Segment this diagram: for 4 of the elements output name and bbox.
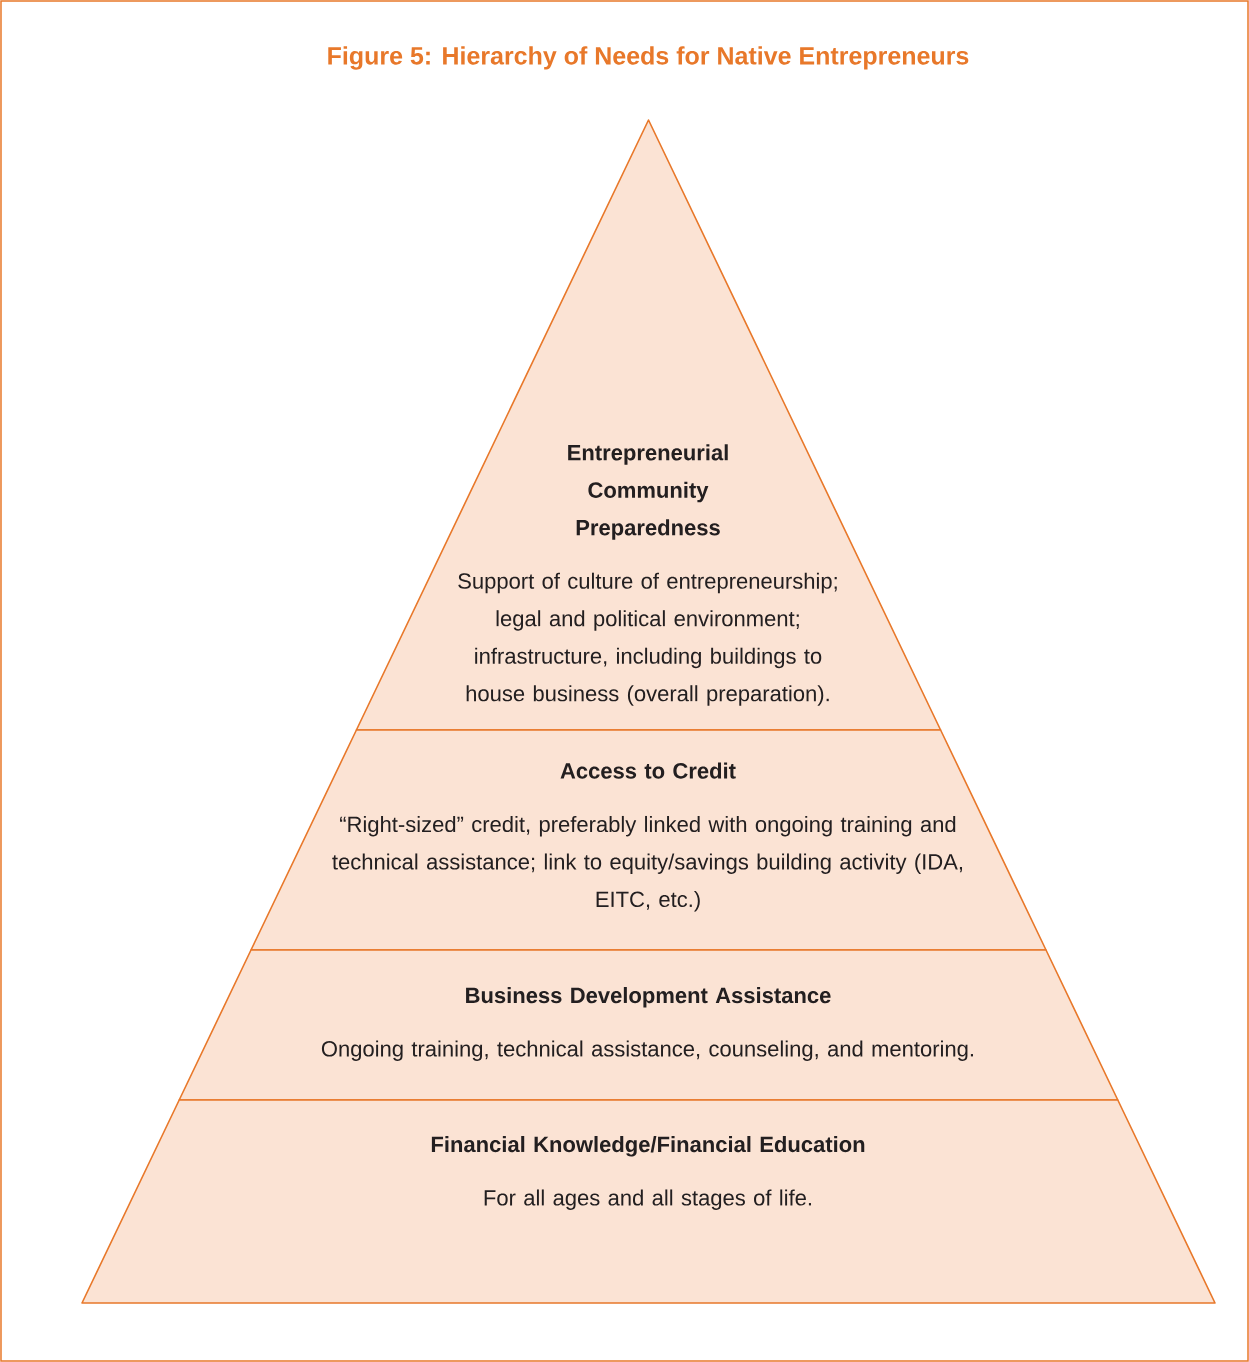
pyramid-tier: Access to Credit “Right-sized” credit, preferably linked with ongoing training and technical assistance; link to equity/savings building activity (IDA, EITC, etc.) (250, 729, 1047, 951)
pyramid-tier: Business Development Assistance Ongoing training, technical assistance, counseling, and mentoring. (178, 949, 1119, 1101)
figure-title: Figure 5: Hierarchy of Needs for Native Entrepreneurs (328, 46, 969, 70)
pyramid-tier: Financial Knowledge/Financial Education For all ages and all stages of life. (81, 1099, 1216, 1304)
